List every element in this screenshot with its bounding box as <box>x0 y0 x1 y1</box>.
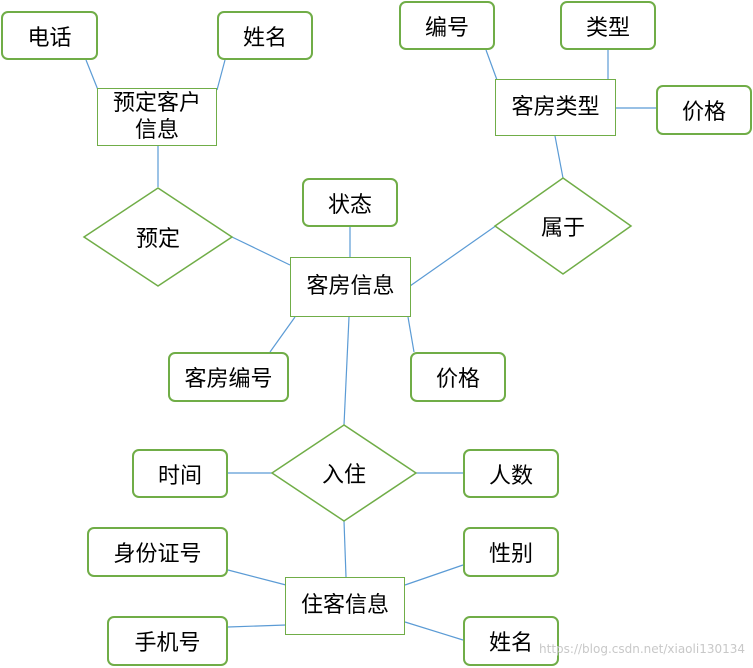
connector <box>227 624 287 628</box>
connector <box>554 135 564 179</box>
connector <box>485 49 498 81</box>
relationship-diamond-reserve <box>82 187 234 287</box>
connector <box>343 520 347 578</box>
entity-booking-customer: 预定客户 信息 <box>97 88 217 146</box>
connector <box>407 316 415 353</box>
entity-room-info: 客房信息 <box>290 257 411 317</box>
attribute-time: 时间 <box>132 449 228 498</box>
attribute-status: 状态 <box>302 178 398 227</box>
connector <box>227 569 287 586</box>
attribute-guest-name: 姓名 <box>463 616 559 666</box>
watermark: https://blog.csdn.net/xiaoli130134 <box>539 642 745 656</box>
relationship-label-belongs: 属于 <box>540 216 585 241</box>
connector <box>216 59 226 91</box>
attribute-type-kind: 类型 <box>560 1 656 50</box>
attribute-room-price: 价格 <box>410 352 506 402</box>
relationship-diamond-belongs <box>493 177 633 275</box>
relationship-label-check-in: 入住 <box>321 463 366 488</box>
connector <box>343 316 350 426</box>
attribute-room-number: 客房编号 <box>168 352 289 402</box>
attribute-type-price: 价格 <box>656 85 752 135</box>
connector <box>85 59 99 91</box>
relationship-label-reserve: 预定 <box>135 227 180 252</box>
attribute-name-top: 姓名 <box>217 11 313 60</box>
attribute-people: 人数 <box>463 449 559 498</box>
relationship-diamond-check-in <box>270 424 418 522</box>
entity-guest-info: 住客信息 <box>285 577 405 635</box>
connector <box>409 224 498 287</box>
connector <box>404 564 464 586</box>
attribute-mobile: 手机号 <box>107 616 228 666</box>
entity-room-type: 客房类型 <box>495 79 616 136</box>
connector <box>231 236 291 266</box>
attribute-gender: 性别 <box>463 527 559 577</box>
attribute-phone: 电话 <box>1 11 98 60</box>
connector <box>269 316 296 353</box>
attribute-id-number: 身份证号 <box>87 527 228 577</box>
connector <box>404 621 464 641</box>
attribute-type-number: 编号 <box>399 1 495 50</box>
